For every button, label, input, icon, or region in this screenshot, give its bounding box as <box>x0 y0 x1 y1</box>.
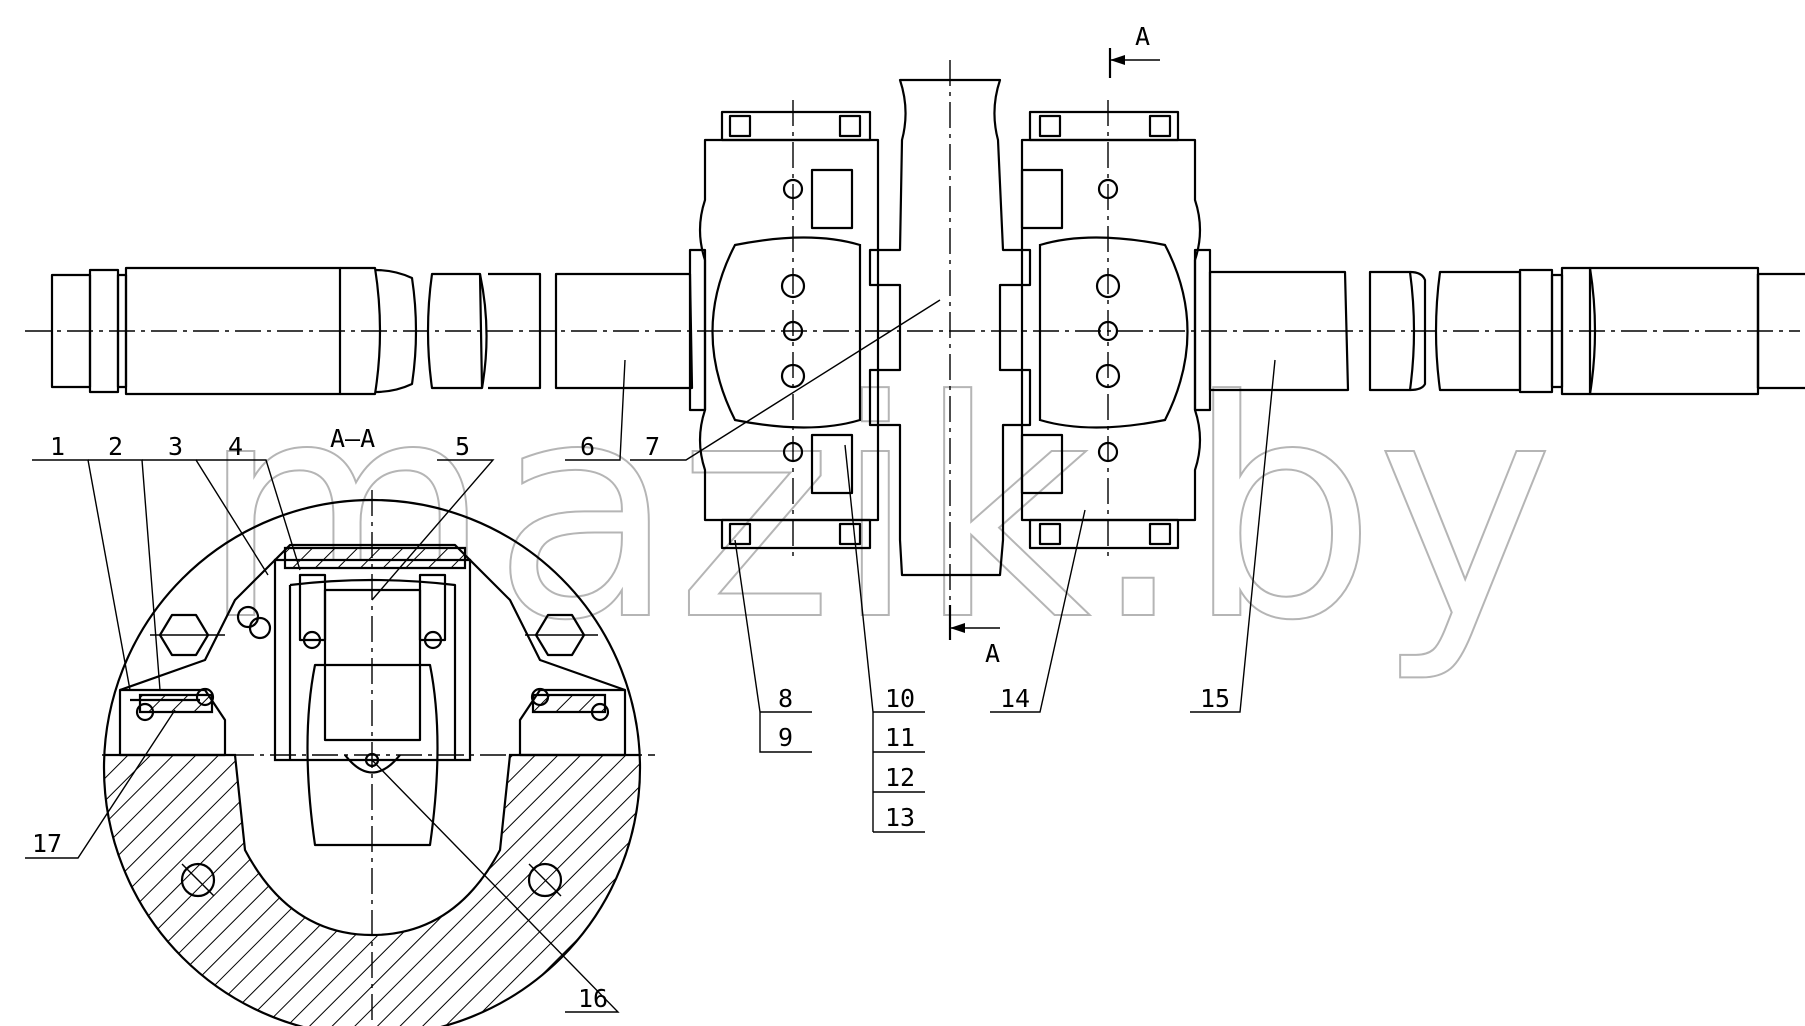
callout-6: 6 <box>580 432 595 461</box>
callout-12: 12 <box>885 763 915 792</box>
callout-10: 10 <box>885 684 915 713</box>
callout-2: 2 <box>108 432 123 461</box>
section-letter-top: A <box>1135 22 1150 51</box>
callout-1: 1 <box>50 432 65 461</box>
leader-lines <box>25 299 1276 1013</box>
callout-labels: 1 2 3 4 5 6 7 8 9 10 11 12 13 14 15 16 1… <box>32 432 1230 1013</box>
section-marker-top: A <box>1108 22 1160 78</box>
right-shaft <box>1208 266 1805 396</box>
callout-5: 5 <box>455 432 470 461</box>
section-view-a-a <box>102 490 655 1026</box>
callout-8: 8 <box>778 684 793 713</box>
callout-4: 4 <box>228 432 243 461</box>
centre-flange <box>868 78 1032 577</box>
left-yoke <box>688 110 880 550</box>
section-marker-bottom: A <box>948 605 1000 668</box>
callout-15: 15 <box>1200 684 1230 713</box>
callout-9: 9 <box>778 723 793 752</box>
section-letter-bottom: A <box>985 639 1000 668</box>
callout-3: 3 <box>168 432 183 461</box>
callout-14: 14 <box>1000 684 1030 713</box>
callout-13: 13 <box>885 803 915 832</box>
callout-7: 7 <box>645 432 660 461</box>
callout-16: 16 <box>578 984 608 1013</box>
callout-11: 11 <box>885 723 915 752</box>
callout-17: 17 <box>32 829 62 858</box>
right-yoke <box>1020 110 1212 550</box>
section-title: A–A <box>330 424 375 453</box>
